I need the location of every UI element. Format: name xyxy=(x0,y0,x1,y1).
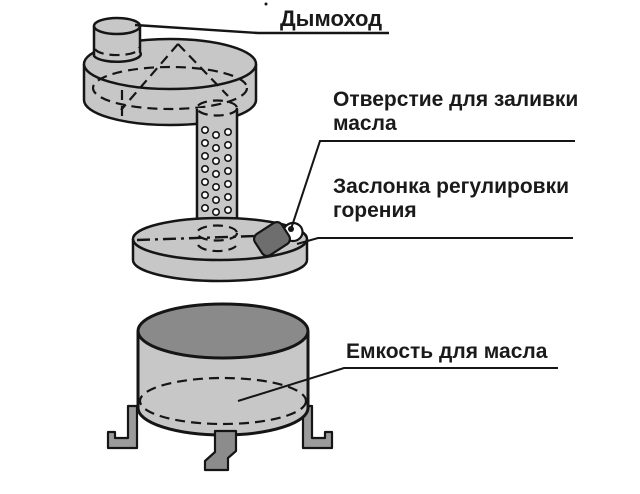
container-leader-line xyxy=(237,367,558,402)
fill-hole-label: Отверстие для заливки масла xyxy=(333,88,579,135)
damper-leader-line xyxy=(296,237,573,245)
chimney-leader-line xyxy=(134,23,389,35)
chimney-body xyxy=(92,26,142,64)
burner-tube-holes xyxy=(201,126,233,217)
burner-tube-top-opening xyxy=(195,99,239,117)
chimney-base-hidden-arc xyxy=(93,46,141,57)
left-leg xyxy=(106,404,139,450)
burner-tube-bottom-opening xyxy=(195,224,239,242)
upper-drum-hidden-line-right xyxy=(177,43,229,97)
chimney-label: Дымоход xyxy=(280,6,383,31)
leader-lines xyxy=(134,2,575,402)
container-lid xyxy=(131,216,309,283)
container-inner-bottom xyxy=(138,376,308,426)
chimney-top xyxy=(92,16,142,36)
oil-container xyxy=(106,302,334,472)
chimney-pipe xyxy=(92,16,142,64)
lid-tube-hole-hidden-arc xyxy=(197,244,237,253)
damper-plate xyxy=(252,221,292,257)
stray-dot xyxy=(264,2,268,6)
fill-hole-leader-line xyxy=(290,140,575,230)
right-leg xyxy=(301,404,334,450)
fill-hole-leader-dot xyxy=(288,226,294,232)
upper-drum-hidden-edge xyxy=(91,65,249,111)
upper-drum-hidden-line-left xyxy=(120,43,179,111)
container-label: Емкость для масла xyxy=(346,340,548,363)
front-leg xyxy=(203,429,238,472)
lid-center-line xyxy=(136,234,257,242)
container-top-opening xyxy=(136,302,310,360)
damper-label: Заслонка регулировки горения xyxy=(333,175,570,222)
